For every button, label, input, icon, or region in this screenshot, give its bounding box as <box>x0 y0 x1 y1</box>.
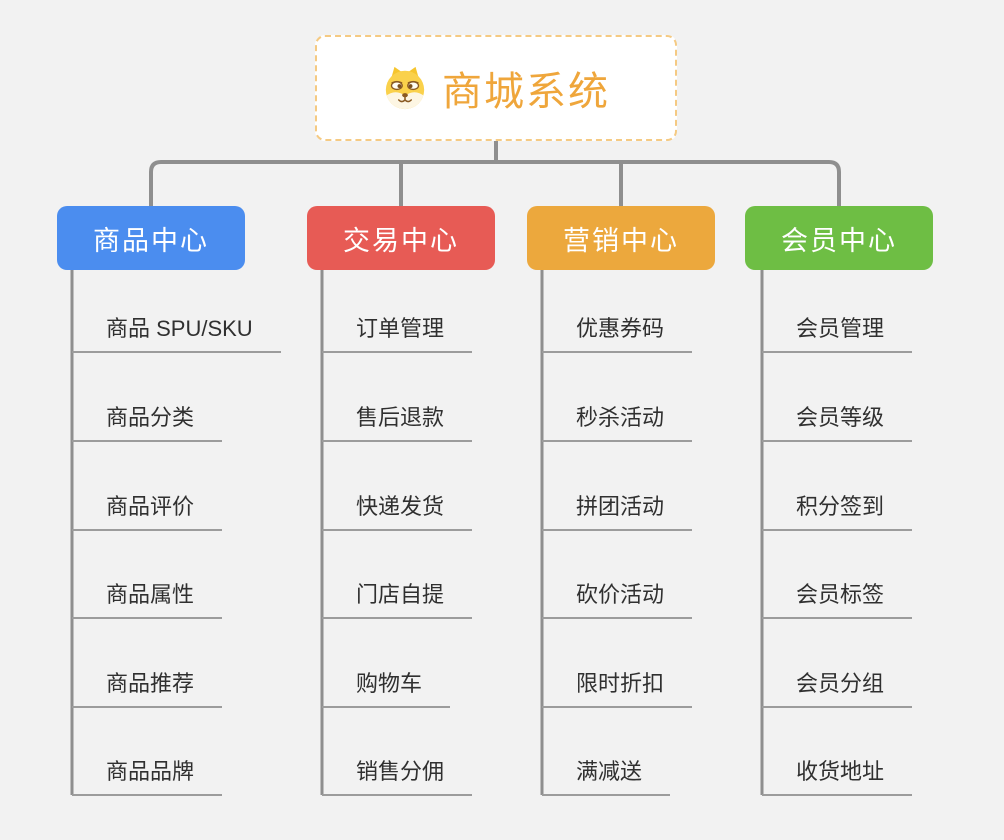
branch-topic-trade[interactable]: 交易中心 <box>307 206 495 270</box>
leaf-topic[interactable]: 商品评价 <box>72 485 223 531</box>
leaf-topic[interactable]: 收货地址 <box>762 750 913 796</box>
branch-topic-label: 交易中心 <box>343 225 459 256</box>
leaf-topic[interactable]: 购物车 <box>322 662 451 708</box>
leaf-topic[interactable]: 满减送 <box>542 750 671 796</box>
leaf-topic[interactable]: 商品推荐 <box>72 662 223 708</box>
leaf-topic[interactable]: 订单管理 <box>322 307 473 353</box>
branch-topic-label: 营销中心 <box>563 225 679 256</box>
leaf-topic[interactable]: 会员标签 <box>762 573 913 619</box>
leaf-topic[interactable]: 拼团活动 <box>542 485 693 531</box>
leaf-topic[interactable]: 销售分佣 <box>322 750 473 796</box>
leaf-topic[interactable]: 商品品牌 <box>72 750 223 796</box>
leaf-topic[interactable]: 商品分类 <box>72 396 223 442</box>
leaf-topic[interactable]: 快递发货 <box>322 485 473 531</box>
branch-topic-label: 会员中心 <box>781 225 897 256</box>
leaf-topic[interactable]: 限时折扣 <box>542 662 693 708</box>
leaf-topic[interactable]: 会员分组 <box>762 662 913 708</box>
leaf-topic[interactable]: 门店自提 <box>322 573 473 619</box>
leaf-topic[interactable]: 秒杀活动 <box>542 396 693 442</box>
leaf-topic[interactable]: 优惠券码 <box>542 307 693 353</box>
leaf-topic[interactable]: 会员管理 <box>762 307 913 353</box>
branch-topic-member[interactable]: 会员中心 <box>745 206 933 270</box>
root-topic[interactable]: 商城系统 <box>315 35 677 141</box>
leaf-topic[interactable]: 商品 SPU/SKU <box>72 307 281 353</box>
leaf-topic[interactable]: 会员等级 <box>762 396 913 442</box>
branch-topic-label: 商品中心 <box>93 225 209 256</box>
branch-topic-product[interactable]: 商品中心 <box>57 206 245 270</box>
root-topic-label: 商城系统 <box>442 70 610 114</box>
doge-icon <box>385 66 425 110</box>
branch-topic-marketing[interactable]: 营销中心 <box>527 206 715 270</box>
leaf-topic[interactable]: 售后退款 <box>322 396 473 442</box>
leaf-topic[interactable]: 砍价活动 <box>542 573 693 619</box>
leaf-topic[interactable]: 积分签到 <box>762 485 913 531</box>
leaf-topic[interactable]: 商品属性 <box>72 573 223 619</box>
